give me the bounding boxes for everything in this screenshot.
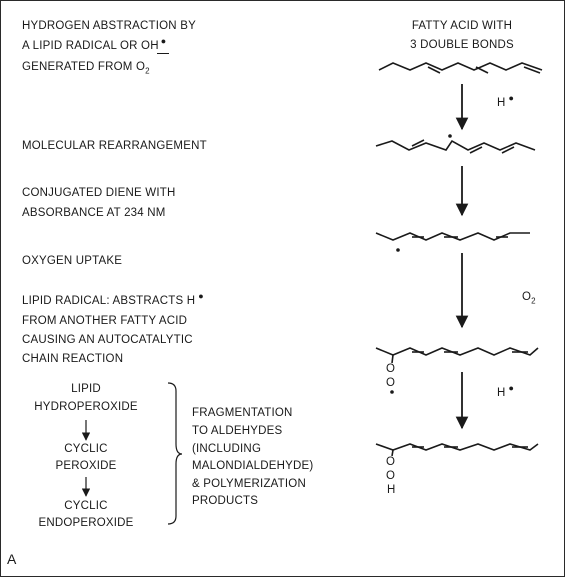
step-lipid-radical-line-3: CAUSING AN AUTOCATALYTIC (22, 334, 193, 346)
step-lipid-radical-line-2: FROM ANOTHER FATTY ACID (22, 315, 188, 327)
hydroperoxide-structure (375, 443, 539, 457)
step-diene-line-1: CONJUGATED DIENE WITH (22, 187, 176, 199)
oh-underline (157, 53, 169, 54)
peroxyl-oxygen-1: O (386, 363, 396, 375)
peroxyl-oxygen-2: O (386, 377, 396, 389)
step-lipid-radical-line-4: CHAIN REACTION (22, 353, 124, 365)
radical-dot: ● (160, 36, 167, 46)
h-radical-label-1: H● (497, 93, 515, 109)
radical-dot (448, 134, 452, 138)
hydroperoxide-oxygen-2: O (386, 470, 396, 482)
hydroperoxide-oxygen-1: O (386, 456, 396, 468)
fragmentation-line-5: & POLYMERIZATION (192, 478, 306, 490)
cyclic-peroxide-line-2: PEROXIDE (55, 460, 117, 472)
fatty-acid-structure (378, 62, 543, 74)
fragmentation-line-6: PRODUCTS (192, 495, 259, 507)
fatty-acid-line-1: FATTY ACID WITH (411, 20, 513, 32)
fragmentation-line-3: (INCLUDING (192, 443, 262, 455)
step-abstraction-line-1: HYDROGEN ABSTRACTION BY (22, 20, 196, 32)
step-abstraction-line-3: GENERATED FROM O2 (22, 61, 150, 76)
cyclic-peroxide-line-1: CYCLIC (64, 443, 108, 455)
hydroperoxide-hydrogen: H (387, 484, 396, 496)
step-diene-line-2: ABSORBANCE AT 234 NM (22, 207, 166, 219)
conjugated-diene-structure (375, 232, 530, 252)
radical-dot (390, 390, 394, 394)
peroxyl-radical-structure (375, 347, 539, 394)
rearranged-radical-structure (375, 134, 536, 154)
step-lipid-radical-line-1: LIPID RADICAL: ABSTRACTS H● (22, 291, 204, 307)
radical-dot: ● (198, 291, 204, 301)
lipid-hydroperoxide-line-1: LIPID (71, 383, 101, 395)
lipid-hydroperoxide-line-2: HYDROPEROXIDE (34, 401, 138, 413)
fatty-acid-line-2: 3 DOUBLE BONDS (410, 39, 514, 51)
step-oxygen-uptake: OXYGEN UPTAKE (22, 255, 123, 267)
grouping-brace (167, 382, 183, 525)
radical-dot (396, 248, 400, 252)
step-rearrangement: MOLECULAR REARRANGEMENT (22, 140, 207, 152)
panel-label: A (7, 551, 17, 567)
cyclic-endoperoxide-line-1: CYCLIC (64, 500, 108, 512)
step-abstraction-line-2: A LIPID RADICAL OR OH● (22, 36, 167, 52)
h-radical-label-2: H● (497, 383, 515, 399)
cyclic-endoperoxide-line-2: ENDOPEROXIDE (38, 517, 134, 529)
fragmentation-line-1: FRAGMENTATION (192, 407, 293, 419)
o2-label: O2 (522, 291, 536, 306)
fragmentation-line-4: MALONDIALDEHYDE) (192, 460, 314, 472)
fragmentation-line-2: TO ALDEHYDES (192, 425, 283, 437)
